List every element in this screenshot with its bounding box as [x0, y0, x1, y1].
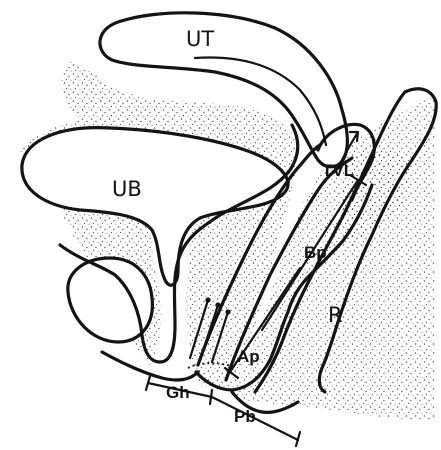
label-ut: UT [186, 27, 214, 51]
label-ap: Ap [237, 347, 260, 366]
label-bp: Bp [304, 243, 327, 262]
label-ub: UB [112, 177, 142, 201]
label-pb: Pb [234, 407, 256, 426]
label-gh: Gh [166, 383, 190, 402]
label-r: R [328, 303, 343, 327]
connective-tissue-stipple [20, 60, 435, 420]
label-tvl: TVL [322, 161, 354, 180]
